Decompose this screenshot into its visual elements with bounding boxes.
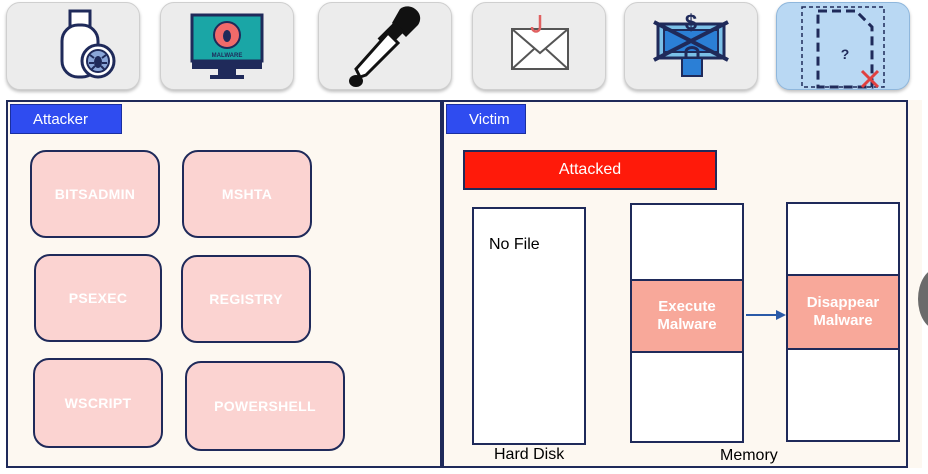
- tool-psexec: PSEXEC: [34, 254, 162, 342]
- tool-bitsadmin: BITSADMIN: [30, 150, 160, 238]
- hard-disk-column: [472, 207, 586, 445]
- attacked-status-bar: Attacked: [463, 150, 717, 190]
- attacker-title: Attacker: [10, 104, 122, 134]
- memory-flow-arrow: [746, 310, 786, 320]
- malware-monitor-tool[interactable]: MALWARE: [160, 2, 294, 90]
- question-mark: ?: [841, 46, 850, 62]
- hard-disk-label: Hard Disk: [494, 446, 565, 463]
- memory-label: Memory: [720, 447, 778, 464]
- malware-monitor-icon: MALWARE: [190, 13, 264, 79]
- hard-disk-content: No File: [489, 236, 540, 253]
- victim-panel-edge: [906, 100, 922, 468]
- phishing-email-icon: [511, 15, 569, 70]
- ransomware-icon: $: [653, 10, 729, 77]
- tool-mshta: MSHTA: [182, 150, 312, 238]
- disappear-malware-block: Disappear Malware: [786, 274, 900, 350]
- missing-file-tool[interactable]: ?: [776, 2, 910, 90]
- toolbar: MALWARE $ ?: [0, 0, 928, 96]
- dropper-tool[interactable]: [318, 2, 452, 90]
- phishing-email-tool[interactable]: [472, 2, 606, 90]
- usb-malware-icon: [60, 9, 116, 79]
- ransom-dollar-sign: $: [685, 10, 697, 35]
- edge-overlay: [918, 268, 928, 330]
- missing-file-icon: ?: [801, 6, 885, 89]
- victim-title: Victim: [446, 104, 526, 134]
- tool-registry: REGISTRY: [181, 255, 311, 343]
- tool-powershell: POWERSHELL: [185, 361, 345, 451]
- usb-malware-tool[interactable]: [6, 2, 140, 90]
- tool-wscript: WSCRIPT: [33, 358, 163, 448]
- dropper-icon: [349, 6, 421, 87]
- ransomware-tool[interactable]: $: [624, 2, 758, 90]
- monitor-caption: MALWARE: [212, 53, 243, 59]
- execute-malware-block: Execute Malware: [630, 279, 744, 353]
